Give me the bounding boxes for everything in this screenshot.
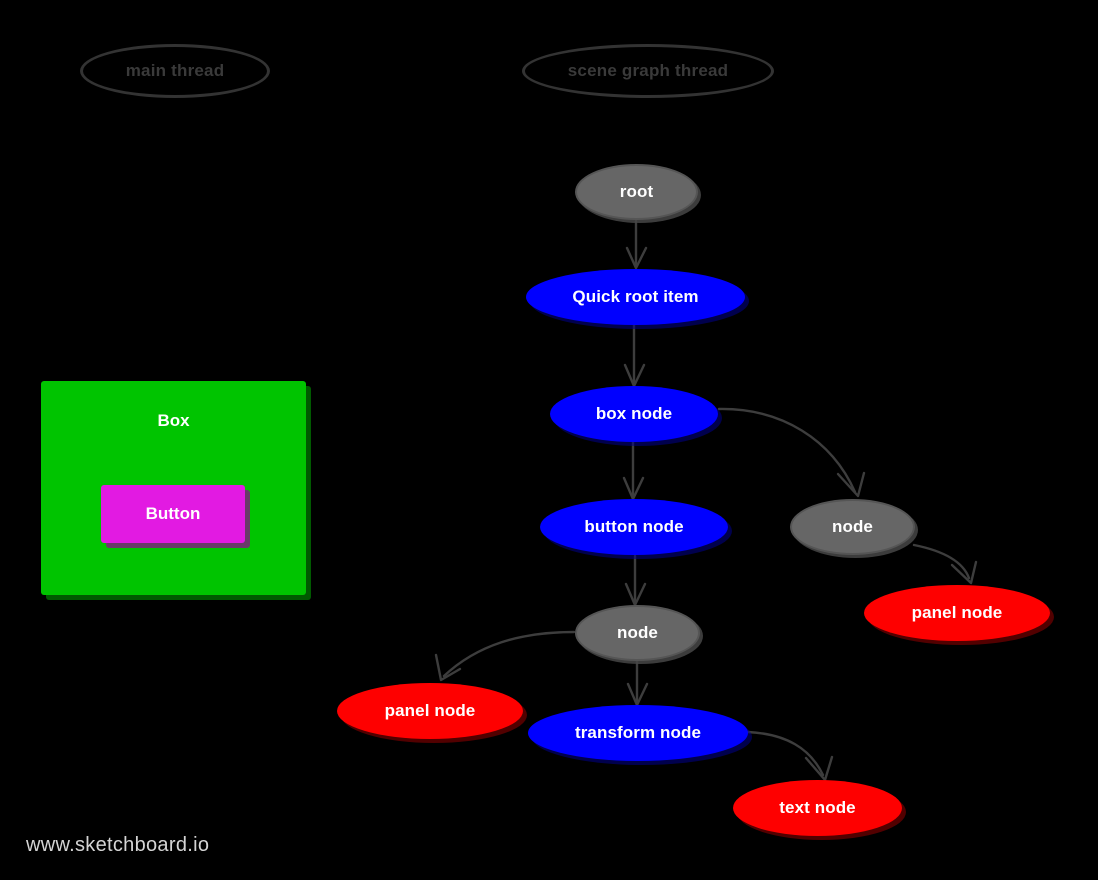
node-button-node[interactable]: button node — [540, 499, 728, 555]
node-right[interactable]: node — [790, 499, 915, 555]
watermark: www.sketchboard.io — [26, 834, 210, 856]
lane-scene-graph-thread-label: scene graph thread — [567, 61, 729, 80]
node-panel-node-left[interactable]: panel node — [337, 683, 523, 739]
node-quick-root-item[interactable]: Quick root item — [526, 269, 745, 325]
node-quick-root-item-label: Quick root item — [572, 287, 699, 306]
rect-button-label: Button — [145, 504, 201, 523]
node-text-node[interactable]: text node — [733, 780, 902, 836]
lane-scene-graph-thread[interactable]: scene graph thread — [522, 44, 774, 98]
node-right-label: node — [831, 517, 873, 536]
edge-node-middle-to-transform-node — [626, 659, 649, 707]
edge-box-node-to-button-node — [622, 440, 645, 501]
edge-transform-node-to-text-node — [746, 730, 834, 782]
node-text-node-label: text node — [779, 798, 856, 817]
node-transform-node[interactable]: transform node — [528, 705, 748, 761]
node-panel-node-right-label: panel node — [911, 603, 1003, 622]
node-panel-node-right[interactable]: panel node — [864, 585, 1050, 641]
lane-main-thread[interactable]: main thread — [80, 44, 270, 98]
node-box-node-label: box node — [595, 404, 673, 423]
node-button-node-label: button node — [584, 517, 684, 536]
lane-main-thread-label: main thread — [125, 61, 225, 80]
node-root-label: root — [619, 182, 654, 201]
rect-box-label: Box — [157, 411, 190, 430]
node-box-node[interactable]: box node — [550, 386, 718, 442]
rect-button[interactable]: Button — [101, 485, 245, 543]
edge-node-right-to-panel-node-right — [912, 543, 978, 585]
edge-button-node-to-node-middle — [624, 554, 647, 607]
edge-quick-root-item-to-box-node — [623, 323, 646, 388]
edge-root-to-quick-root-item — [625, 219, 648, 270]
node-root[interactable]: root — [575, 164, 698, 220]
edge-node-middle-to-panel-node-left — [434, 630, 576, 682]
edge-box-node-to-node-right — [717, 407, 866, 498]
node-transform-node-label: transform node — [574, 723, 702, 742]
node-middle[interactable]: node — [575, 605, 700, 661]
node-middle-label: node — [616, 623, 658, 642]
node-panel-node-left-label: panel node — [384, 701, 476, 720]
